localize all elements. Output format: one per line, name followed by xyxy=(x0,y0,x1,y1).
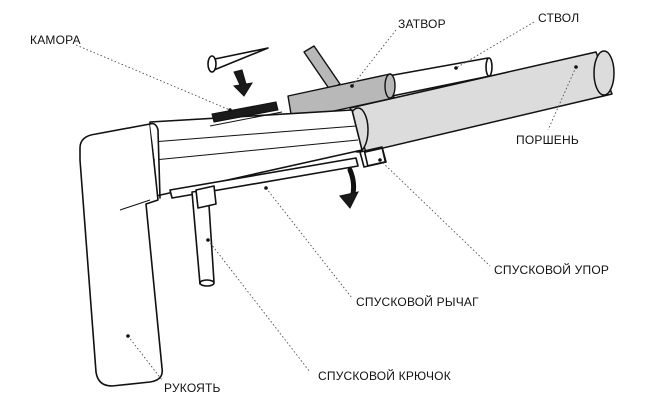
label-chamber: КАМОРА xyxy=(30,33,81,47)
load-arrow-icon xyxy=(232,69,254,97)
trigger-stop xyxy=(359,146,387,168)
pellet-icon xyxy=(207,47,269,73)
label-trigger: СПУСКОВОЙ КРЮЧОК xyxy=(318,368,451,383)
trigger-arrow-icon xyxy=(339,167,359,209)
label-grip: РУКОЯТЬ xyxy=(164,381,221,395)
trigger-lever xyxy=(169,157,359,199)
piston xyxy=(347,50,615,153)
label-trigger-stop: СПУСКОВОЙ УПОР xyxy=(494,262,609,277)
grip xyxy=(79,122,164,387)
leader-lines xyxy=(75,21,578,381)
trigger xyxy=(191,185,217,287)
label-trigger-lever: СПУСКОВОЙ РЫЧАГ xyxy=(356,294,479,309)
label-bolt: ЗАТВОР xyxy=(398,17,446,31)
label-piston: ПОРШЕНЬ xyxy=(516,133,579,147)
bolt-handle xyxy=(303,45,341,91)
label-barrel: СТВОЛ xyxy=(538,11,579,25)
